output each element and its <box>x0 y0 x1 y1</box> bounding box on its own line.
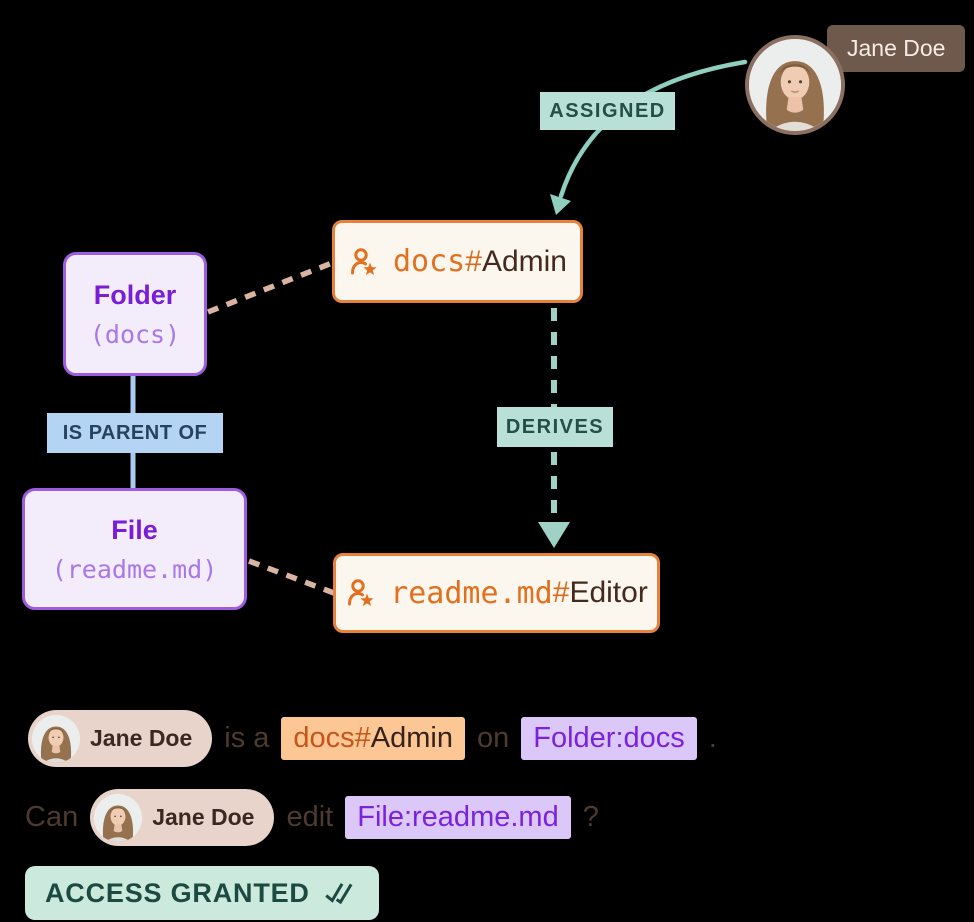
avatar-photo-icon <box>32 714 80 763</box>
relation-hash: # <box>552 576 570 609</box>
punctuation: . <box>708 722 717 754</box>
relation-node-docs-admin: docs#Admin <box>332 220 583 303</box>
user-pill: Jane Doe <box>28 710 213 767</box>
type-node-file: File (readme.md) <box>22 488 247 610</box>
punctuation: ? <box>582 801 599 833</box>
relation-object: readme.md <box>390 575 553 611</box>
user-name-label: Jane Doe <box>152 804 255 830</box>
derives-arrowhead <box>538 522 570 548</box>
is-parent-of-edge-label: IS PARENT OF <box>47 413 223 453</box>
avatar-photo-icon <box>94 793 143 842</box>
relation-highlight: docs#Admin <box>281 717 465 760</box>
access-granted-label: ACCESS GRANTED <box>45 877 310 908</box>
node-title: File <box>111 514 158 545</box>
user-pill: Jane Doe <box>90 789 275 846</box>
user-name-label: Jane Doe <box>90 725 193 751</box>
derives-edge-label: DERIVES <box>497 407 613 447</box>
node-id: (docs) <box>89 319 181 349</box>
user-role-icon <box>348 246 380 278</box>
assigned-edge-label: ASSIGNED <box>540 92 675 130</box>
node-id: (readme.md) <box>51 554 218 584</box>
relation-hash: # <box>465 244 482 278</box>
file-editor-connector <box>248 558 335 596</box>
relation-object: docs <box>393 244 466 279</box>
type-node-folder: Folder (docs) <box>63 252 207 376</box>
double-check-icon <box>324 882 353 904</box>
folder-admin-connector <box>206 260 334 315</box>
access-granted-badge: ACCESS GRANTED <box>25 866 379 920</box>
avatar <box>745 35 845 135</box>
avatar <box>32 714 80 763</box>
relation-name: Admin <box>481 244 567 278</box>
relation-node-readme-editor: readme.md#Editor <box>333 553 660 633</box>
avatar <box>94 793 143 842</box>
statement-check: Can Jane Doe edit File:readme.md ? <box>25 789 599 846</box>
user-name-tag: Jane Doe <box>827 25 966 72</box>
user-name-label: Jane Doe <box>847 35 946 61</box>
object-highlight: Folder:docs <box>521 717 697 760</box>
avatar-photo-icon <box>749 39 841 131</box>
user-role-icon <box>345 577 377 609</box>
question-word: Can <box>25 801 79 833</box>
relation-name: Editor <box>569 576 648 609</box>
preposition-text: on <box>477 722 510 754</box>
assigned-arrowhead <box>550 194 571 215</box>
node-title: Folder <box>93 279 177 310</box>
object-highlight: File:readme.md <box>345 796 571 839</box>
verb-text: edit <box>286 801 334 833</box>
verb-text: is a <box>224 722 270 754</box>
statement-assignment: Jane Doe is a docs#Admin on Folder:docs … <box>28 710 717 767</box>
